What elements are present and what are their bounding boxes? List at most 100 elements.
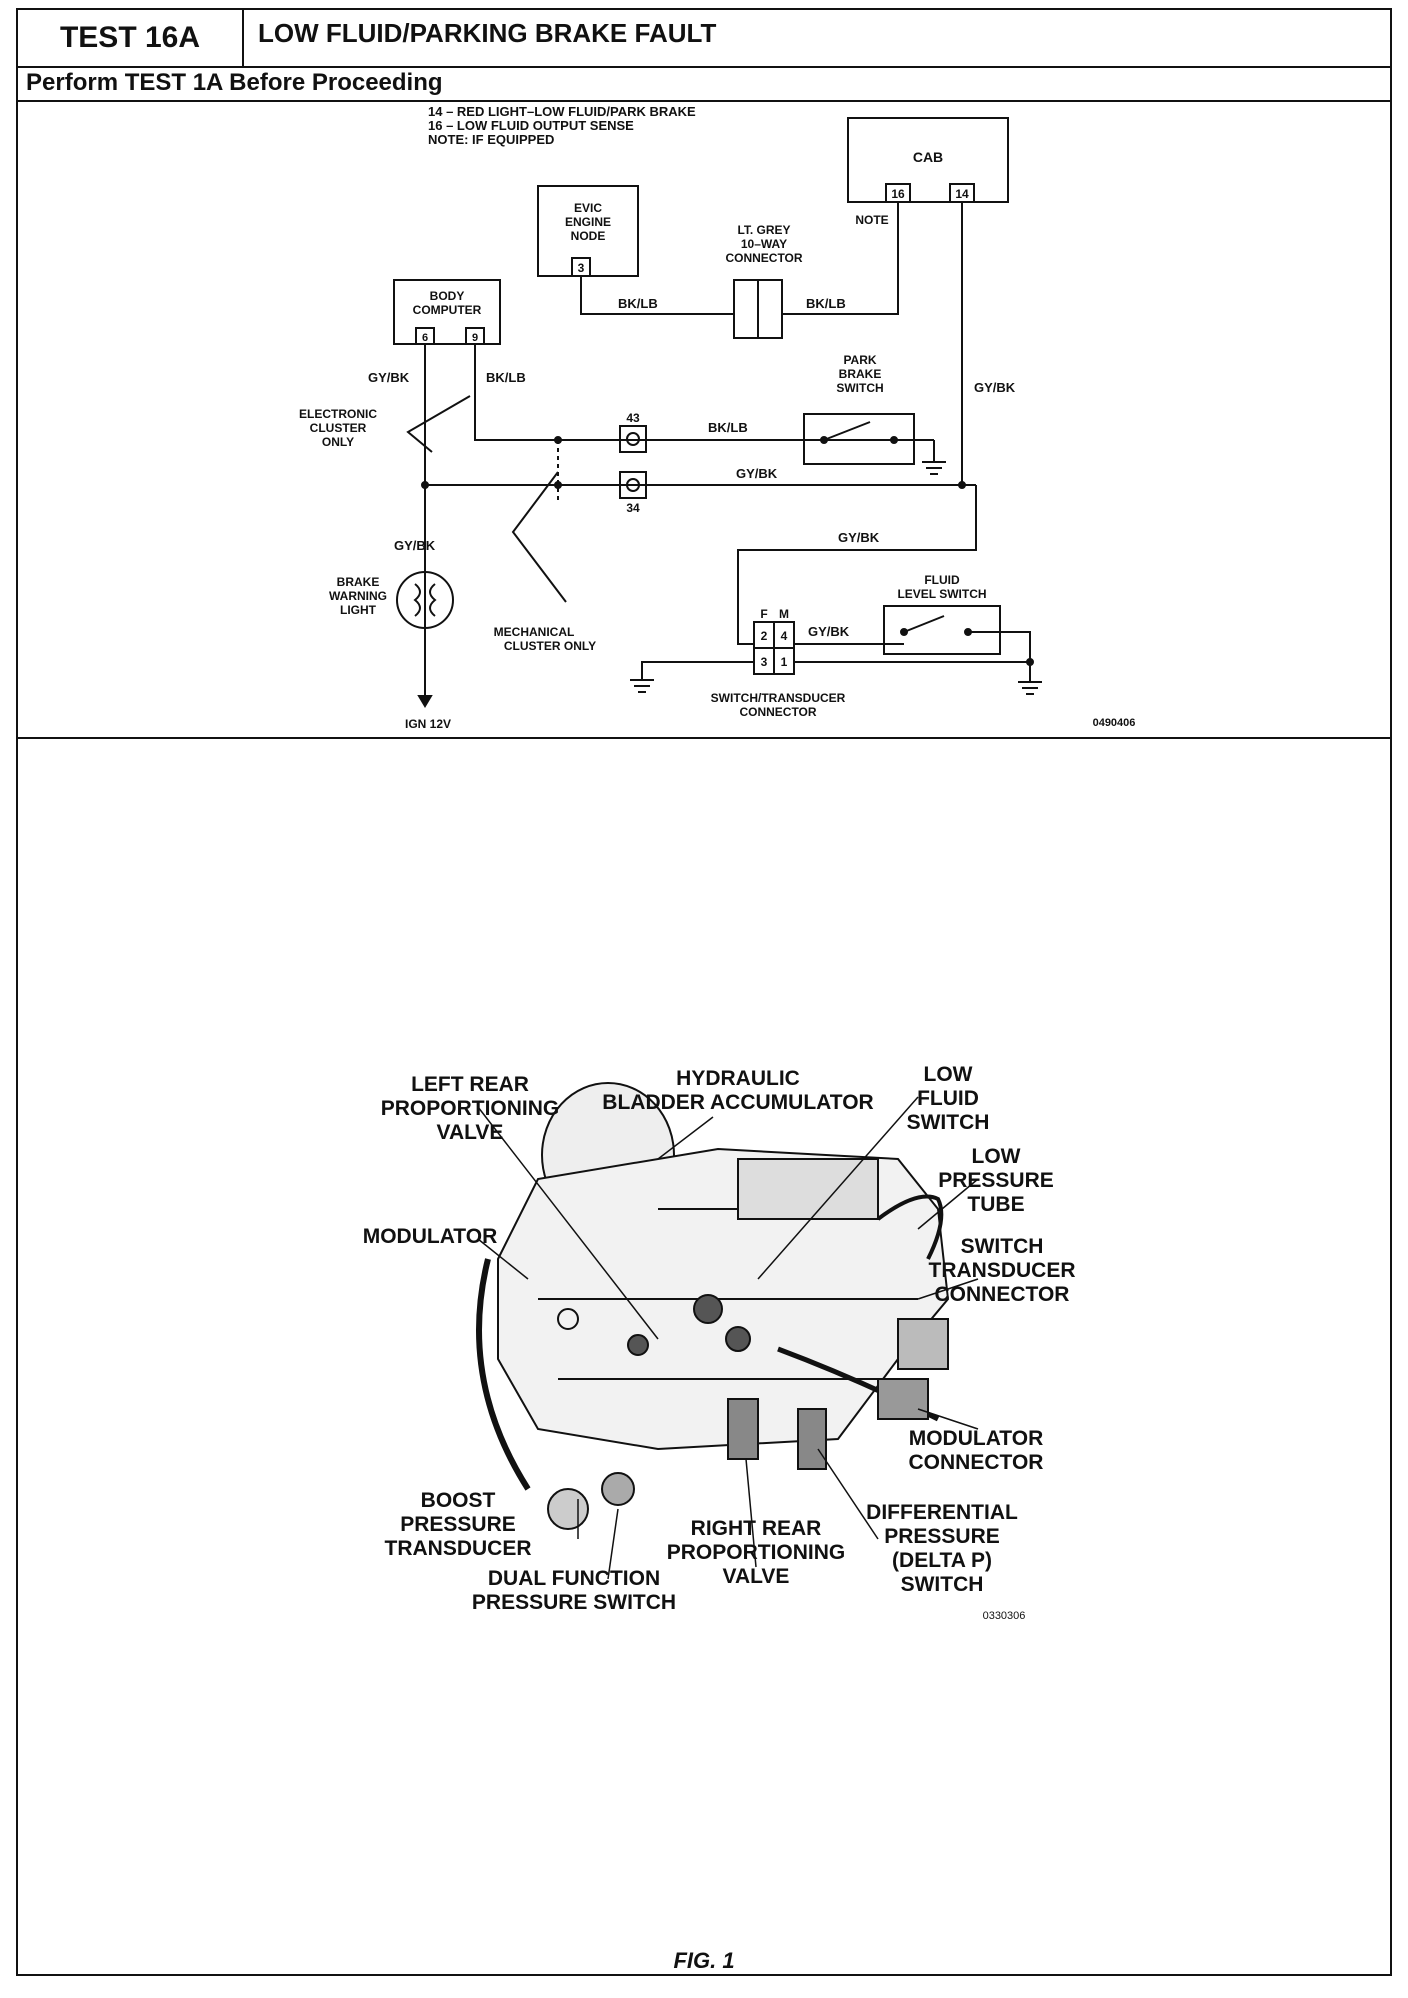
- brake-warning-line-3: LIGHT: [340, 603, 377, 617]
- wire-label-bk-lb-2: BK/LB: [806, 296, 846, 311]
- evic-pin: 3: [578, 261, 585, 275]
- test-title: LOW FLUID/PARKING BRAKE FAULT: [258, 18, 717, 48]
- prerequisite-note: Perform TEST 1A Before Proceeding: [18, 66, 1390, 102]
- label-left-rear-prop-1: LEFT REAR: [411, 1073, 529, 1096]
- wire-label-gy-bk-2: GY/BK: [736, 466, 778, 481]
- label-boost-1: BOOST: [421, 1489, 496, 1512]
- label-hydraulic-2: BLADDER ACCUMULATOR: [602, 1091, 873, 1114]
- conn-34-label: 34: [626, 501, 640, 515]
- label-low-pressure-2: PRESSURE: [938, 1169, 1054, 1192]
- label-low-fluid-1: LOW: [924, 1063, 973, 1086]
- wire-label-gy-bk-3: GY/BK: [974, 380, 1016, 395]
- switch-transducer-line-2: CONNECTOR: [739, 705, 816, 719]
- fluid-level-line-2: LEVEL SWITCH: [897, 587, 986, 601]
- conn-f: F: [760, 607, 767, 621]
- label-differential-4: SWITCH: [901, 1573, 984, 1596]
- note-line-1: 14 – RED LIGHT–LOW FLUID/PARK BRAKE: [428, 104, 696, 119]
- pin-1: 1: [781, 655, 788, 669]
- note-line-3: NOTE: IF EQUIPPED: [428, 132, 554, 147]
- evic-line-3: NODE: [571, 229, 606, 243]
- wiring-schematic-panel: 14 – RED LIGHT–LOW FLUID/PARK BRAKE 16 –…: [18, 102, 1390, 739]
- wire-label-gy-bk-6: GY/BK: [808, 624, 850, 639]
- park-brake-line-1: PARK: [843, 353, 876, 367]
- modulator-assembly-drawing: [476, 1082, 950, 1530]
- electronic-cluster-line-1: ELECTRONIC: [299, 407, 377, 421]
- label-low-pressure-3: TUBE: [967, 1193, 1024, 1216]
- schematic-fig-code: 0490406: [1093, 717, 1136, 729]
- label-left-rear-prop-2: PROPORTIONING: [381, 1097, 560, 1120]
- park-brake-line-3: SWITCH: [836, 381, 883, 395]
- brake-warning-light: [396, 571, 454, 629]
- pin-3: 3: [761, 655, 768, 669]
- body-computer-line-1: BODY: [430, 289, 465, 303]
- wire-label-bk-lb-1: BK/LB: [618, 296, 658, 311]
- figure-caption: FIG. 1: [673, 1948, 735, 1973]
- pin-4: 4: [781, 629, 788, 643]
- cab-box: [847, 117, 1009, 203]
- label-hydraulic-1: HYDRAULIC: [676, 1067, 800, 1090]
- label-boost-3: TRANSDUCER: [385, 1537, 532, 1560]
- label-low-fluid-3: SWITCH: [907, 1111, 990, 1134]
- electronic-cluster-line-2: CLUSTER: [310, 421, 367, 435]
- test-id: TEST 16A: [18, 10, 244, 66]
- connector-10way-line-3: CONNECTOR: [725, 251, 802, 265]
- label-modulator: MODULATOR: [363, 1225, 498, 1248]
- wire-bk-lb-park: [474, 344, 924, 441]
- park-brake-line-2: BRAKE: [839, 367, 882, 381]
- label-boost-2: PRESSURE: [400, 1513, 516, 1536]
- label-left-rear-prop-3: VALVE: [437, 1121, 504, 1144]
- wire-label-bk-lb-4: BK/LB: [708, 420, 748, 435]
- page-frame: TEST 16A LOW FLUID/PARKING BRAKE FAULT P…: [16, 8, 1392, 1976]
- note-tag: NOTE: [855, 213, 888, 227]
- label-right-rear-3: VALVE: [723, 1565, 790, 1588]
- cab-pin-16: 16: [891, 187, 905, 201]
- label-low-pressure-1: LOW: [972, 1145, 1021, 1168]
- mechanical-cluster-line-1: MECHANICAL: [494, 625, 575, 639]
- bc-pin-9: 9: [472, 332, 478, 344]
- bc-pin-6: 6: [422, 332, 428, 344]
- evic-line-1: EVIC: [574, 201, 602, 215]
- header-row: TEST 16A LOW FLUID/PARKING BRAKE FAULT: [18, 10, 1390, 68]
- wire-evic-connector: [580, 276, 734, 315]
- label-dual-function-1: DUAL FUNCTION: [488, 1567, 660, 1590]
- pin-2: 2: [761, 629, 768, 643]
- wire-label-gy-bk-5: GY/BK: [838, 530, 880, 545]
- label-dual-function-2: PRESSURE SWITCH: [472, 1591, 676, 1614]
- note-line-2: 16 – LOW FLUID OUTPUT SENSE: [428, 118, 634, 133]
- label-switch-transducer-1: SWITCH: [961, 1235, 1044, 1258]
- brake-warning-line-2: WARNING: [329, 589, 387, 603]
- electronic-cluster-leader: [406, 395, 471, 453]
- cab-pin-14: 14: [955, 187, 969, 201]
- label-modulator-connector-1: MODULATOR: [909, 1427, 1044, 1450]
- abs-module-illustration: LEFT REAR PROPORTIONING VALVE HYDRAULIC …: [363, 1063, 1076, 1622]
- label-right-rear-1: RIGHT REAR: [691, 1517, 822, 1540]
- cab-label: CAB: [913, 149, 943, 165]
- illustration-fig-code: 0330306: [983, 1610, 1026, 1622]
- connector-10way-line-1: LT. GREY: [737, 223, 790, 237]
- evic-line-2: ENGINE: [565, 215, 611, 229]
- wire-label-gy-bk-1: GY/BK: [368, 370, 410, 385]
- brake-warning-line-1: BRAKE: [337, 575, 380, 589]
- label-differential-3: (DELTA P): [892, 1549, 992, 1572]
- ign-label: IGN 12V: [405, 717, 451, 731]
- body-computer-line-2: COMPUTER: [413, 303, 482, 317]
- label-differential-1: DIFFERENTIAL: [866, 1501, 1018, 1524]
- connector-43: [619, 425, 647, 453]
- fluid-level-switch: [883, 605, 1001, 655]
- conn-m: M: [779, 607, 789, 621]
- mechanical-cluster-leader: [511, 471, 567, 603]
- wire-label-gy-bk-4: GY/BK: [394, 538, 436, 553]
- fluid-level-line-1: FLUID: [924, 573, 960, 587]
- label-modulator-connector-2: CONNECTOR: [909, 1451, 1044, 1474]
- label-differential-2: PRESSURE: [884, 1525, 1000, 1548]
- body-computer-box: [393, 279, 501, 345]
- label-switch-transducer-2: TRANSDUCER: [929, 1259, 1076, 1282]
- electronic-cluster-line-3: ONLY: [322, 435, 354, 449]
- wire-label-bk-lb-3: BK/LB: [486, 370, 526, 385]
- label-right-rear-2: PROPORTIONING: [667, 1541, 846, 1564]
- wire-connector-cab: [782, 202, 899, 315]
- label-switch-transducer-3: CONNECTOR: [935, 1283, 1070, 1306]
- mechanical-cluster-line-2: CLUSTER ONLY: [504, 639, 596, 653]
- label-low-fluid-2: FLUID: [917, 1087, 979, 1110]
- connector-10way-line-2: 10–WAY: [741, 237, 787, 251]
